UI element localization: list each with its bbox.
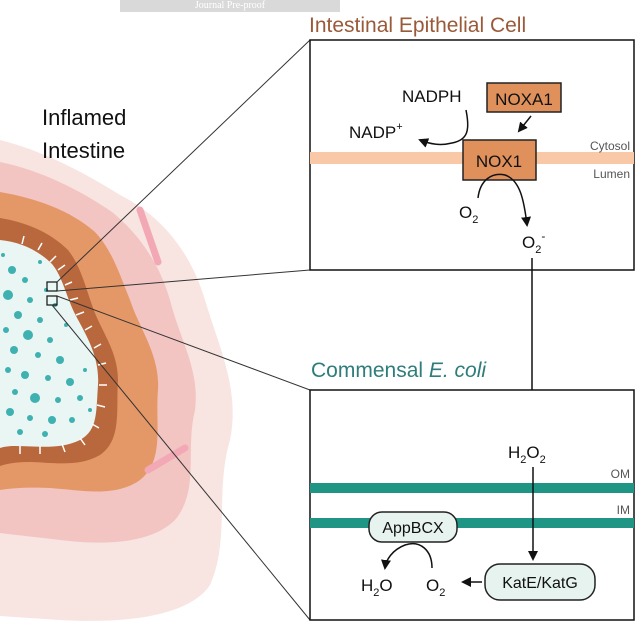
zoom-connectors — [51, 39, 311, 621]
h2o-label: H2O — [361, 576, 393, 599]
intestine-lumen — [0, 240, 99, 448]
appbcx-bubble — [368, 511, 458, 543]
nadp-label: NADP+ — [349, 121, 403, 142]
organ-label-line2: Intestine — [42, 138, 125, 163]
outer-membrane — [310, 483, 634, 493]
cytosol-label: Cytosol — [590, 139, 630, 153]
top-panel-title: Intestinal Epithelial Cell — [309, 14, 526, 37]
o2-label-bottom: O2 — [426, 576, 445, 599]
nadph-label: NADPH — [402, 87, 462, 106]
nox1-label: NOX1 — [476, 152, 522, 171]
noxa1-label: NOXA1 — [495, 90, 553, 109]
nadph-to-nadp-arrow — [418, 109, 469, 148]
villi — [19, 235, 107, 454]
bottom-panel-title: Commensal E. coli — [311, 359, 487, 382]
kate-katg-bubble — [484, 563, 596, 601]
o2-to-h2o-arrow — [381, 543, 433, 570]
kate-katg-label: KatE/KatG — [502, 575, 578, 592]
om-label: OM — [611, 467, 630, 481]
organ-label-line1: Inflamed — [42, 105, 126, 130]
intestine-cross-section — [0, 140, 233, 621]
zoom-box-top — [46, 281, 58, 292]
noxa1-box — [486, 82, 562, 113]
inner-membrane — [310, 518, 634, 528]
lumen-label: Lumen — [593, 167, 630, 181]
im-label: IM — [617, 503, 630, 517]
nox1-box — [462, 139, 537, 181]
appbcx-label: AppBCX — [382, 520, 444, 537]
o2-label-top: O2 — [459, 203, 478, 226]
o2-to-superoxide-arrow — [477, 173, 532, 227]
superoxide-label: O2- — [522, 229, 545, 256]
journal-watermark: Journal Pre-proof — [120, 0, 340, 12]
h2o2-label: H2O2 — [508, 443, 546, 466]
bacteria-dots — [1, 253, 92, 437]
noxa1-to-nox1-arrow — [517, 115, 532, 133]
